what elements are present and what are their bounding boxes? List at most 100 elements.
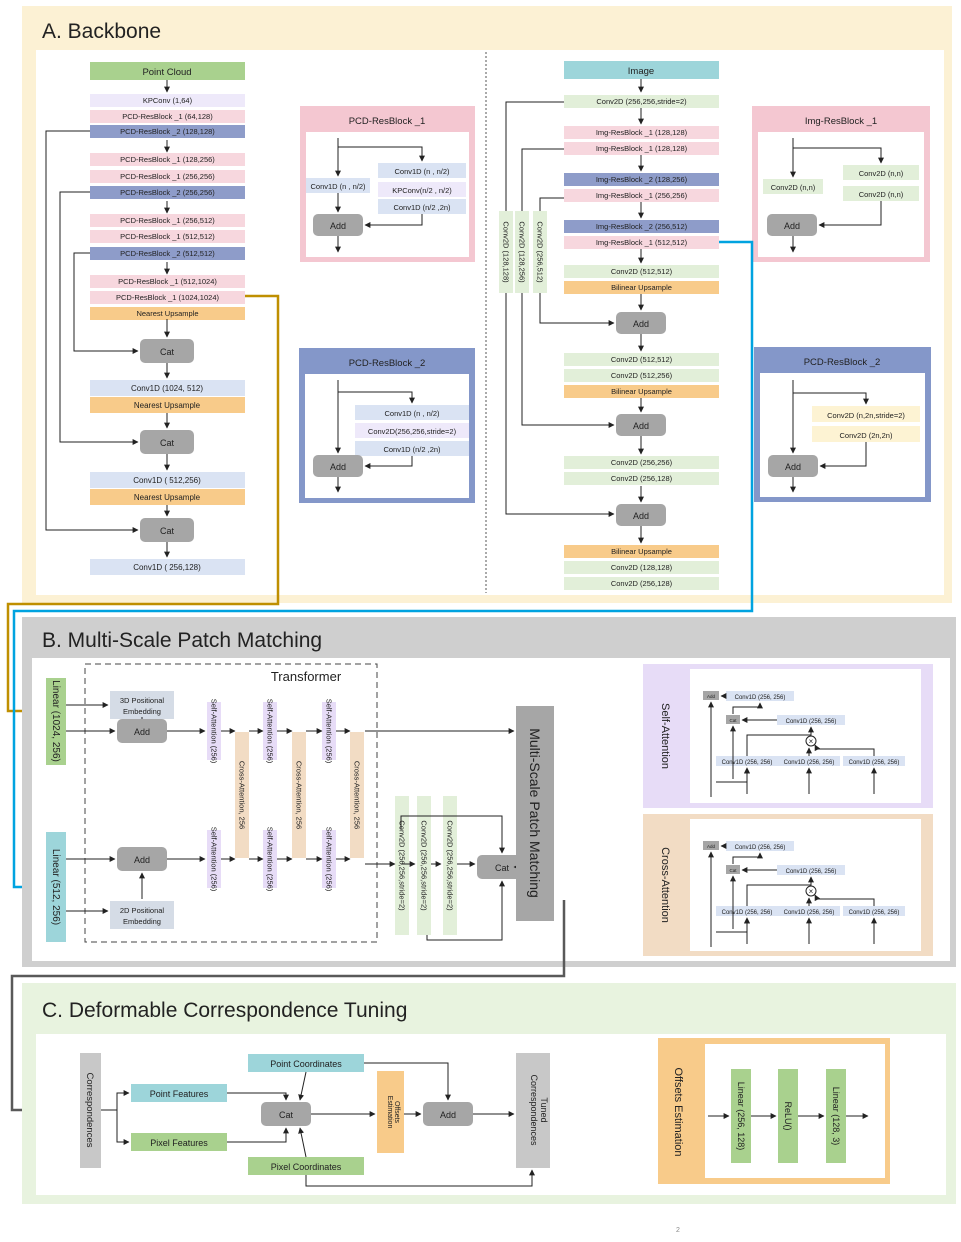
self-attn-top-0 [207,702,221,760]
pcd-block-0-label: KPConv (1,64) [143,96,193,105]
pixel-coordinates-label: Pixel Coordinates [271,1162,342,1172]
side-conv-1 [515,211,529,293]
self-attn-bottom-2 [322,830,336,888]
pcd-block-5-label: PCD-ResBlock _2 (256,256) [120,188,215,197]
point-cloud-label: Point Cloud [142,67,191,78]
pos3d-line-2: Embedding [123,707,161,716]
img-tail-1-label: Conv2D (128,128) [611,563,673,572]
side-conv-0 [499,211,513,293]
correspondences-label: Correspondences [84,1073,95,1148]
pcd-up-a [90,397,245,413]
self-attn-top-1-label: Self-Attention (256) [265,699,274,764]
tuned-line-1: Tuned [539,1097,549,1122]
sa-conv-bottom-2 [843,756,905,766]
ca-conv-bottom-0-label: Conv1D (256, 256) [722,910,773,916]
self-attn-bottom-0-label: Self-Attention (256) [209,827,218,892]
pcd-conv-a [90,380,245,396]
offsets-relu-label: ReLU() [783,1101,793,1130]
self-attn-top-2 [322,702,336,760]
img-tail-0-label: Bilinear Upsample [611,547,672,556]
ca-multiply-glyph: × [809,887,814,896]
img-block-3 [564,173,719,186]
image-header [564,61,719,79]
dct-cat [261,1102,311,1126]
correspondences-box [80,1053,101,1168]
side-conv-1-label: Conv2D (128,256) [517,221,526,283]
img-resblock-1-conv-1: Conv2D (n,n) [859,169,904,178]
conv-vert-2 [443,796,457,935]
add-top [117,719,167,743]
offsets-linear-1 [731,1069,751,1163]
side-conv-2 [533,211,547,293]
pcd-cat-1-label: Cat [160,347,175,357]
msp-bar-label: Multi-Scale Patch Matching [527,728,543,898]
pcd-block-0 [90,94,245,107]
pcd-conv-b [90,472,245,488]
img-block-3-label: Img-ResBlock _2 (128,256) [596,175,688,184]
sa-cat-label: Cat [729,718,737,723]
pcd-resblock-1-conv-2: Conv1D (n/2 ,2n) [393,203,451,212]
img-block-0-label: Conv2D (256,256,stride=2) [596,97,687,106]
pcd-resblock-1-left-conv: Conv1D (n , n/2) [310,182,366,191]
sa-conv-bottom-0-label: Conv1D (256, 256) [722,760,773,766]
point-coordinates-box [248,1054,364,1072]
img-mid1-2 [564,385,719,398]
img-resblock-1-title: Img-ResBlock _1 [805,116,877,127]
ca-conv-bottom-1 [778,906,840,916]
offsets-small-line-2: Estimation [386,1096,393,1129]
pcd-resblock-2-conv-2: Conv1D (n/2 ,2n) [383,445,441,454]
pos2d-line-1: 2D Positional [120,906,165,915]
self-attn-bottom-1-label: Self-Attention (256) [265,827,274,892]
img-resblock-1-conv-2: Conv2D (n,n) [859,190,904,199]
img-block-4 [564,189,719,202]
img-add-3 [616,504,666,526]
sa-conv-mid [777,715,845,725]
img-mid1-0 [564,353,719,366]
pcd-block-1 [90,110,245,123]
img-mid1-1 [564,369,719,382]
point-cloud-header [90,62,245,80]
img-mid2-1 [564,472,719,485]
img-block-6-label: Img-ResBlock _1 (512,512) [596,238,688,247]
self-attn-bottom-0 [207,830,221,888]
sa-multiply-icon [805,735,817,747]
linear-top [46,678,66,765]
pcd-resblock-2-add: Add [330,462,346,472]
linear-top-label: Linear (1024, 256) [50,680,61,762]
point-features-label: Point Features [150,1089,209,1099]
img-tail-2 [564,577,719,590]
transformer-label: Transformer [271,669,342,684]
offsets-linear-2 [826,1069,846,1163]
pcd-block-2-label: PCD-ResBlock _2 (128,128) [120,127,215,136]
conv-vert-2-label: Conv2D (256,256,stride=2) [445,820,454,911]
pcd-block-10-label: PCD-ResBlock _1 (1024,1024) [116,293,219,302]
pcd-resblock-2-conv-1: Conv1D (n , n/2) [384,409,440,418]
offsets-small-box [377,1071,404,1153]
pcd-block-5 [90,186,245,199]
img-resblock-1-left-conv: Conv2D (n,n) [771,183,816,192]
ca-conv-bottom-2-label: Conv1D (256, 256) [849,910,900,916]
ca-conv-top [726,841,794,851]
img-mid2-0 [564,456,719,469]
img-tail-2-label: Conv2D (256,128) [611,579,673,588]
point-features-box [131,1084,227,1102]
offsets-linear-2-label: Linear (128, 3) [831,1087,841,1146]
pcd-conv-a-label: Conv1D (1024, 512) [131,384,203,393]
sa-conv-bottom-0 [716,756,778,766]
section-c-title: C. Deformable Correspondence Tuning [42,999,407,1022]
img-mid1-2-label: Bilinear Upsample [611,387,672,396]
pcd-up-a-label: Nearest Upsample [134,401,201,410]
sa-add-label: Add [707,694,716,699]
dct-add [423,1102,473,1126]
pcd-block-7-label: PCD-ResBlock _1 (512,512) [120,232,215,241]
conv-vert-1-label: Conv2D (256,256,stride=2) [419,820,428,911]
img-add-1-label: Add [633,319,649,329]
pixel-features-box [131,1133,227,1151]
pcd-resblock-1-kpconv: KPConv(n/2 , n/2) [392,186,452,195]
ca-cat [726,865,740,874]
ca-conv-top-label: Conv1D (256, 256) [735,845,786,851]
img-mid1-0-label: Conv2D (512,512) [611,355,673,364]
pcd-block-4-label: PCD-ResBlock _1 (256,256) [120,172,215,181]
pcd-block-6-label: PCD-ResBlock _1 (256,512) [120,216,215,225]
